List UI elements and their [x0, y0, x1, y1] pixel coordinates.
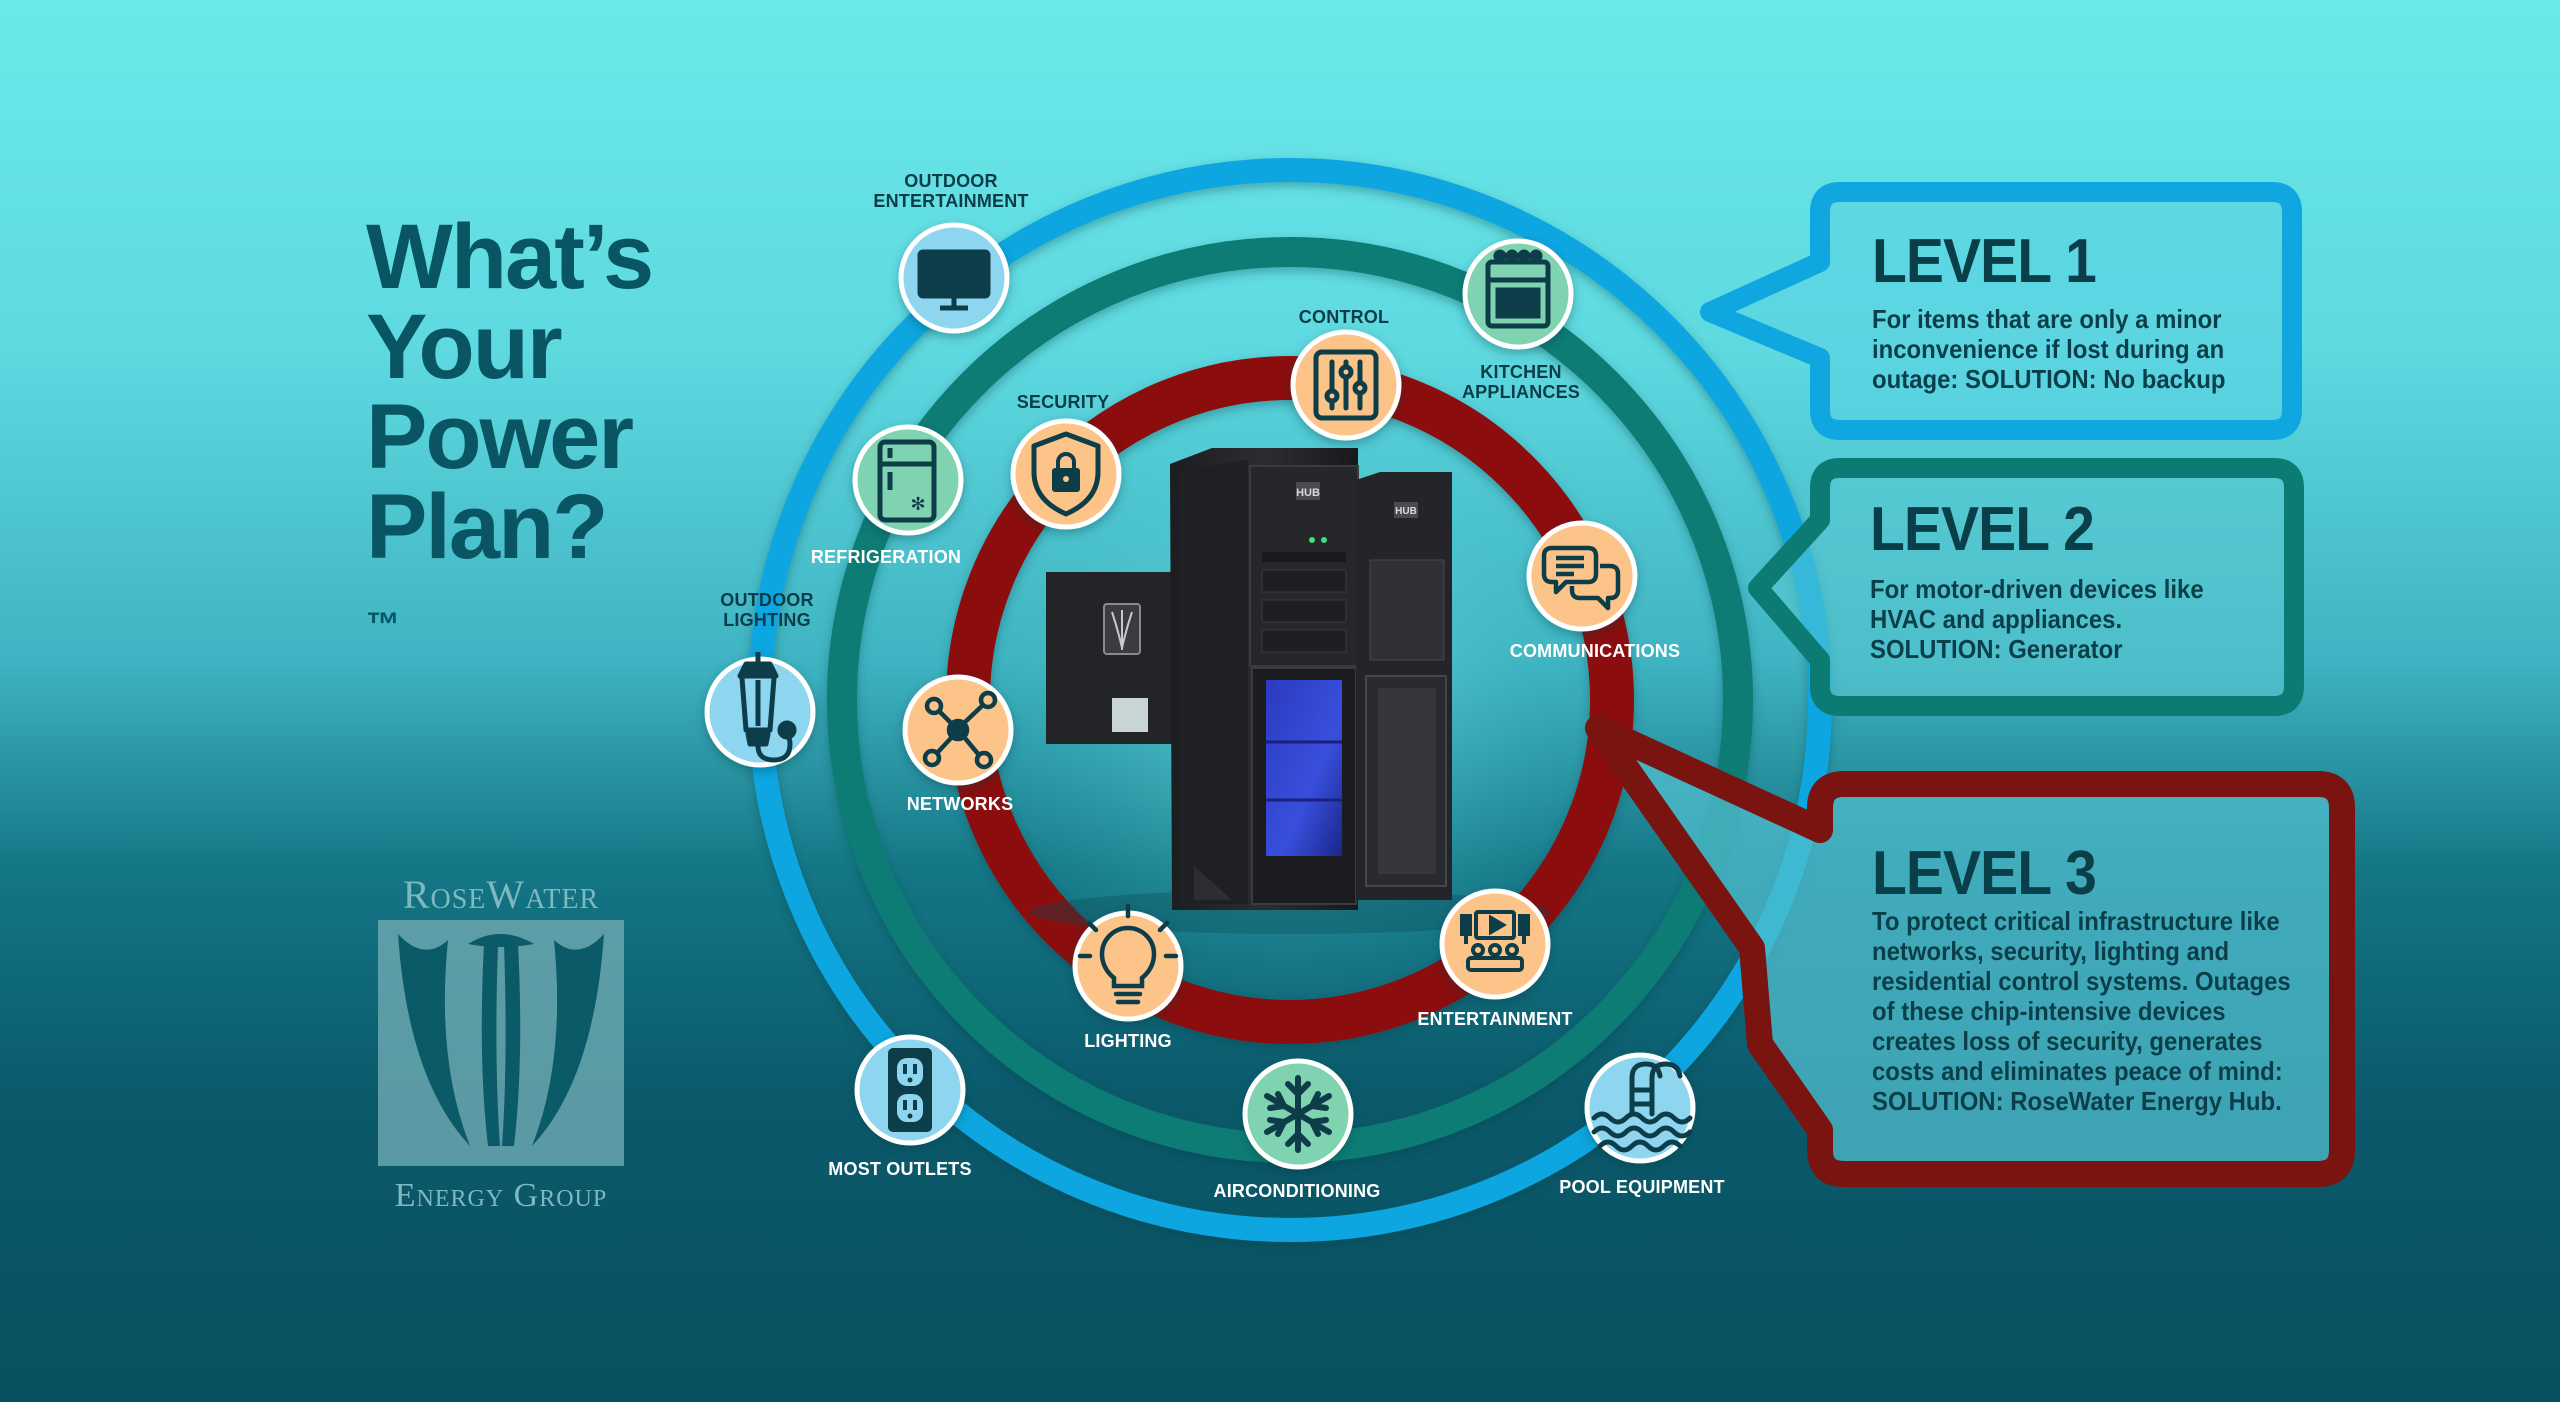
- level-3-line-5: creates loss of security, generates: [1872, 1026, 2263, 1056]
- item-control: [1290, 329, 1402, 441]
- energy-hub-product: HUB HUB: [1030, 448, 1550, 934]
- item-pool-equipment-label: POOL EQUIPMENT: [1559, 1177, 1725, 1197]
- network-icon: [922, 690, 998, 770]
- item-outdoor-entertainment: [898, 222, 1010, 334]
- hub-badge-secondary: [1394, 502, 1418, 518]
- item-communications: [1526, 520, 1638, 632]
- item-networks: [902, 674, 1014, 786]
- item-airconditioning-label: AIRCONDITIONING: [1214, 1181, 1381, 1201]
- logo-bottom-text: Energy Group: [395, 1177, 608, 1214]
- item-entertainment-label: ENTERTAINMENT: [1417, 1009, 1572, 1029]
- shield-lock-icon: [1031, 431, 1101, 517]
- lightbulb-icon: [1077, 903, 1179, 1005]
- item-entertainment: [1439, 888, 1551, 1000]
- headline-line-4-text: Plan?: [366, 476, 608, 578]
- level-1-description: For items that are only a minor inconven…: [1872, 304, 2225, 394]
- headline-line-4: Plan?™: [366, 481, 652, 662]
- hub-badge-main-text: HUB: [1296, 487, 1320, 499]
- hub-badge-secondary-text: HUB: [1395, 506, 1417, 517]
- headline-line-1: What’s: [366, 206, 654, 308]
- level-2-line-2: HVAC and appliances.: [1870, 604, 2123, 634]
- level-1-line-1: For items that are only a minor: [1872, 304, 2222, 334]
- item-refrigeration: ✻: [852, 424, 964, 536]
- lantern-icon: [737, 652, 797, 763]
- item-airconditioning: [1242, 1058, 1354, 1170]
- level-3-title: LEVEL 3: [1872, 839, 2097, 908]
- level-3-line-6: costs and eliminates peace of mind:: [1872, 1056, 2283, 1086]
- item-security-label: SECURITY: [1017, 392, 1110, 412]
- level-3-block: LEVEL 3 To protect critical infrastructu…: [1872, 839, 2327, 1117]
- item-security: [1010, 418, 1122, 530]
- item-outdoor-lighting: [704, 652, 816, 768]
- item-communications-label: COMMUNICATIONS: [1510, 641, 1680, 661]
- level-2-line-1: For motor-driven devices like: [1870, 574, 2204, 604]
- headline-line-2: Your: [366, 296, 563, 398]
- level-1-title: LEVEL 1: [1872, 227, 2097, 296]
- item-kitchen-appliances: [1462, 238, 1574, 350]
- item-pool-equipment: [1584, 1052, 1696, 1164]
- oven-icon: [1485, 249, 1551, 329]
- level-3-line-2: networks, security, lighting and: [1872, 936, 2230, 966]
- item-most-outlets-label: MOST OUTLETS: [828, 1159, 971, 1179]
- sliders-icon: [1313, 349, 1379, 421]
- level-2-callout: [1748, 458, 2304, 716]
- level-2-title: LEVEL 2: [1870, 495, 2095, 564]
- level-1-callout: [1700, 182, 2302, 440]
- level-3-description: To protect critical infrastructure like …: [1872, 906, 2291, 1116]
- battery-glass-panel: [1266, 680, 1342, 856]
- level-3-line-1: To protect critical infrastructure like: [1872, 906, 2280, 936]
- trademark-symbol: ™: [366, 606, 400, 644]
- snowflake-icon: [1264, 1075, 1332, 1153]
- level-2-line-3: SOLUTION: Generator: [1870, 634, 2123, 664]
- pool-ladder-icon: [1591, 1061, 1693, 1153]
- item-lighting-label: LIGHTING: [1084, 1031, 1172, 1051]
- wall-unit-display: [1112, 698, 1148, 732]
- level-1-line-3: outage: SOLUTION: No backup: [1872, 364, 2226, 394]
- item-lighting: [1072, 903, 1184, 1022]
- fridge-snowflake-icon: ✻: [910, 494, 925, 515]
- level-3-callout: [1585, 715, 2355, 1187]
- item-most-outlets: [854, 1034, 966, 1146]
- item-networks-label: NETWORKS: [907, 794, 1014, 814]
- tv-icon: [917, 249, 991, 311]
- level-2-description: For motor-driven devices like HVAC and a…: [1870, 574, 2204, 664]
- chat-bubbles-icon: [1541, 545, 1621, 611]
- item-control-label: CONTROL: [1299, 307, 1389, 327]
- level-1-line-2: inconvenience if lost during an: [1872, 334, 2225, 364]
- fridge-icon: [877, 439, 937, 523]
- headline-line-3: Power: [366, 386, 634, 488]
- level-2-block: LEVEL 2 For motor-driven devices like HV…: [1870, 495, 2233, 665]
- outlet-icon: [888, 1048, 932, 1132]
- level-3-line-3: residential control systems. Outages: [1872, 966, 2291, 996]
- level-3-line-4: of these chip-intensive devices: [1872, 996, 2226, 1026]
- logo-top-text: RoseWater: [403, 872, 599, 917]
- headline: What’s Your Power Plan?™: [366, 206, 654, 662]
- level-1-block: LEVEL 1 For items that are only a minor …: [1872, 227, 2256, 395]
- level-3-line-7: SOLUTION: RoseWater Energy Hub.: [1872, 1086, 2282, 1116]
- theater-icon: [1460, 910, 1530, 972]
- item-refrigeration-label: REFRIGERATION: [811, 547, 961, 567]
- rosewater-logo: RoseWater Energy Group: [378, 872, 624, 1214]
- hub-badge-main: [1296, 482, 1320, 500]
- logo-tulip-icon: [398, 934, 604, 1146]
